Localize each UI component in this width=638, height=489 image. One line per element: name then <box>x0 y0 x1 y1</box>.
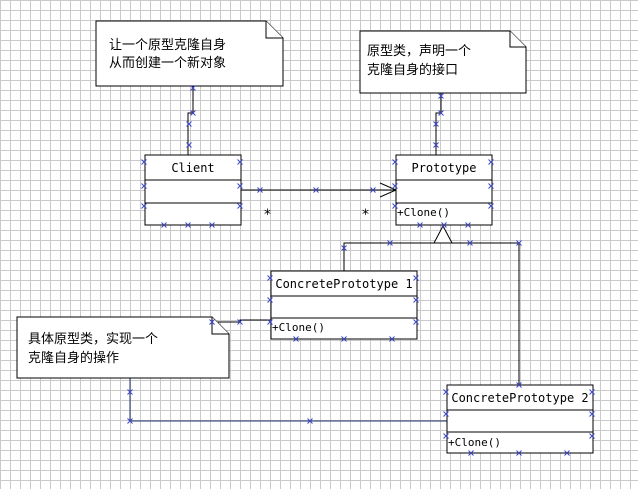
prototype-class-name: Prototype <box>411 161 476 175</box>
client-note[interactable]: 让一个原型克隆自身 从而创建一个新对象 <box>95 20 284 87</box>
prototype-note-line-2: 克隆自身的接口 <box>367 62 458 78</box>
selection-handle[interactable] <box>389 336 395 342</box>
generalization-line-1[interactable] <box>343 242 443 271</box>
class-prototype[interactable]: Prototype +Clone() <box>395 154 493 226</box>
prototype-operation: +Clone() <box>397 206 450 219</box>
generalization-line-2[interactable] <box>443 242 520 385</box>
prototype-note-line-1: 原型类，声明一个 <box>367 44 471 59</box>
selection-handle[interactable] <box>488 203 494 209</box>
concrete2-operation: +Clone() <box>448 436 501 449</box>
client-note-line-1: 让一个原型克隆自身 <box>109 37 226 53</box>
source-multiplicity: * <box>264 207 271 223</box>
selection-handle[interactable] <box>589 433 595 439</box>
selection-handle[interactable] <box>237 319 243 325</box>
selection-handle[interactable] <box>267 319 273 325</box>
selection-handle[interactable] <box>564 450 570 456</box>
concrete1-class-name: ConcretePrototype 1 <box>275 277 412 291</box>
selection-handle[interactable] <box>433 121 439 127</box>
selection-handle[interactable] <box>267 275 273 281</box>
selection-handle[interactable] <box>161 222 167 228</box>
selection-handle[interactable] <box>370 187 376 193</box>
selection-handle[interactable] <box>589 411 595 417</box>
selection-handle[interactable] <box>516 450 522 456</box>
selection-handle[interactable] <box>341 245 347 251</box>
class-client[interactable]: Client <box>144 154 242 226</box>
selection-handle[interactable] <box>307 418 313 424</box>
generalization-triangle <box>433 224 453 244</box>
selection-handle[interactable] <box>516 240 522 246</box>
selection-handle[interactable] <box>589 389 595 395</box>
concrete2-note-anchor[interactable] <box>129 378 447 422</box>
class-concrete-prototype-2[interactable]: ConcretePrototype 2 +Clone() <box>446 384 594 454</box>
selection-handle[interactable] <box>209 222 215 228</box>
concrete-note[interactable]: 具体原型类，实现一个 克隆自身的操作 <box>16 316 230 379</box>
client-note-anchor[interactable] <box>187 86 194 155</box>
concrete2-class-name: ConcretePrototype 2 <box>451 391 588 405</box>
client-class-name: Client <box>171 161 214 175</box>
selection-handle[interactable] <box>433 142 439 148</box>
selection-handle[interactable] <box>237 159 243 165</box>
selection-handle[interactable] <box>413 275 419 281</box>
selection-handle[interactable] <box>441 222 447 228</box>
selection-handle[interactable] <box>443 433 449 439</box>
selection-handle[interactable] <box>468 450 474 456</box>
selection-handle[interactable] <box>186 121 192 127</box>
selection-handle[interactable] <box>141 203 147 209</box>
selection-handle[interactable] <box>443 411 449 417</box>
prototype-note-anchor[interactable] <box>435 93 442 155</box>
selection-handle[interactable] <box>467 240 473 246</box>
selection-handle[interactable] <box>488 159 494 165</box>
selection-handle[interactable] <box>141 183 147 189</box>
selection-handles <box>127 85 595 456</box>
selection-handle[interactable] <box>127 418 133 424</box>
selection-handle[interactable] <box>392 203 398 209</box>
selection-handle[interactable] <box>413 319 419 325</box>
concrete1-note-anchor[interactable] <box>212 319 271 323</box>
selection-handle[interactable] <box>237 203 243 209</box>
concrete1-operation: +Clone() <box>272 321 325 334</box>
selection-handle[interactable] <box>443 389 449 395</box>
client-note-line-2: 从而创建一个新对象 <box>109 55 226 71</box>
selection-handle[interactable] <box>127 389 133 395</box>
selection-handle[interactable] <box>293 336 299 342</box>
selection-handle[interactable] <box>257 187 263 193</box>
selection-handle[interactable] <box>267 297 273 303</box>
selection-handle[interactable] <box>413 297 419 303</box>
selection-handle[interactable] <box>186 142 192 148</box>
selection-handle[interactable] <box>516 382 522 388</box>
selection-handle[interactable] <box>438 93 444 99</box>
selection-handle[interactable] <box>488 183 494 189</box>
selection-handle[interactable] <box>237 183 243 189</box>
selection-handle[interactable] <box>190 85 196 91</box>
selection-handle[interactable] <box>190 110 196 116</box>
selection-handle[interactable] <box>438 110 444 116</box>
prototype-note[interactable]: 原型类，声明一个 克隆自身的接口 <box>359 30 527 94</box>
selection-handle[interactable] <box>313 187 319 193</box>
selection-handle[interactable] <box>392 183 398 189</box>
concrete-note-line-2: 克隆自身的操作 <box>28 350 119 366</box>
selection-handle[interactable] <box>141 159 147 165</box>
selection-handle[interactable] <box>417 222 423 228</box>
selection-handle[interactable] <box>387 240 393 246</box>
selection-handle[interactable] <box>185 222 191 228</box>
selection-handle[interactable] <box>209 319 215 325</box>
selection-handle[interactable] <box>341 336 347 342</box>
target-multiplicity: * <box>362 207 369 223</box>
class-concrete-prototype-1[interactable]: ConcretePrototype 1 +Clone() <box>270 270 418 340</box>
selection-handle[interactable] <box>392 159 398 165</box>
selection-handle[interactable] <box>465 222 471 228</box>
concrete-note-line-1: 具体原型类，实现一个 <box>28 332 158 347</box>
